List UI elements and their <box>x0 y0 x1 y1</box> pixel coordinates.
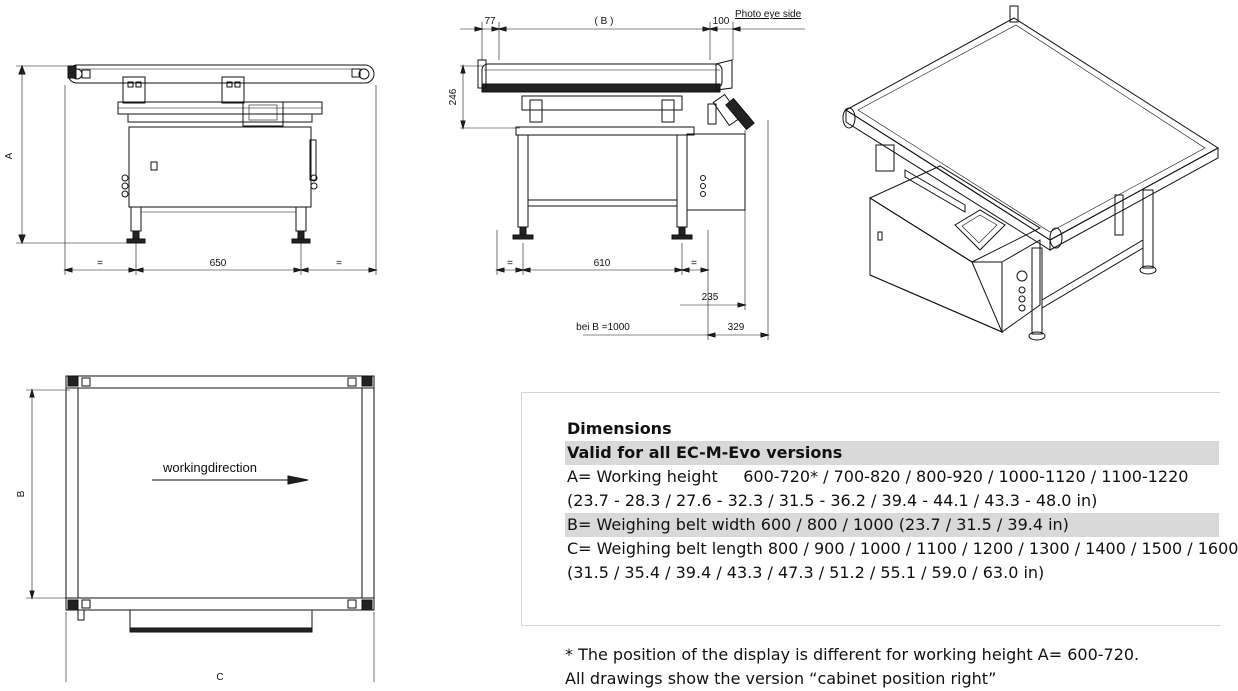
side-dim-eq-left: = <box>507 258 513 269</box>
top-view: B workingdirection C <box>16 375 375 683</box>
dimensions-table: Dimensions Valid for all EC-M-Evo versio… <box>565 417 1238 585</box>
note-display-position: * The position of the display is differe… <box>565 645 1140 664</box>
isometric-view <box>842 5 1219 341</box>
front-view: A <box>4 64 378 275</box>
front-dim-650: 650 <box>210 258 227 269</box>
dimensions-notes: * The position of the display is differe… <box>565 643 1219 688</box>
side-dim-eq-right: = <box>691 258 697 269</box>
top-dim-c-label: C <box>216 672 223 683</box>
side-dim-246: 246 <box>448 88 459 105</box>
side-dim-b: ( B ) <box>595 16 614 27</box>
dimensions-line-c: C= Weighing belt length 800 / 900 / 1000… <box>567 539 1238 558</box>
side-view: 77 ( B ) 100 Photo eye side 246 <box>448 9 805 340</box>
dimensions-line-a-in: (23.7 - 28.3 / 27.6 - 32.3 / 31.5 - 36.2… <box>567 491 1098 510</box>
side-dim-100: 100 <box>713 16 730 27</box>
photo-eye-label: Photo eye side <box>735 9 802 20</box>
technical-drawing: A <box>4 5 1219 683</box>
front-dim-a-label: A <box>4 152 15 159</box>
dimensions-line-b: B= Weighing belt width 600 / 800 / 1000 … <box>565 513 1219 537</box>
side-dim-610: 610 <box>594 258 611 269</box>
dimensions-line-a: A= Working height 600-720* / 700-820 / 8… <box>567 467 1189 486</box>
side-dim-235: 235 <box>702 292 719 303</box>
front-dim-eq-right: = <box>336 258 342 269</box>
side-note-b1000: bei B =1000 <box>576 322 630 333</box>
side-dim-329: 329 <box>728 322 745 333</box>
top-dim-b-label: B <box>16 490 27 497</box>
side-dim-77: 77 <box>484 16 496 27</box>
dimensions-subtitle: Valid for all EC-M-Evo versions <box>565 441 1219 465</box>
working-direction-label: workingdirection <box>162 460 257 475</box>
front-dim-eq-left: = <box>97 258 103 269</box>
dimensions-title: Dimensions <box>567 419 672 438</box>
dimensions-panel <box>521 392 1220 626</box>
note-cabinet-position: All drawings show the version “cabinet p… <box>565 669 997 688</box>
dimensions-line-c-in: (31.5 / 35.4 / 39.4 / 43.3 / 47.3 / 51.2… <box>567 563 1045 582</box>
